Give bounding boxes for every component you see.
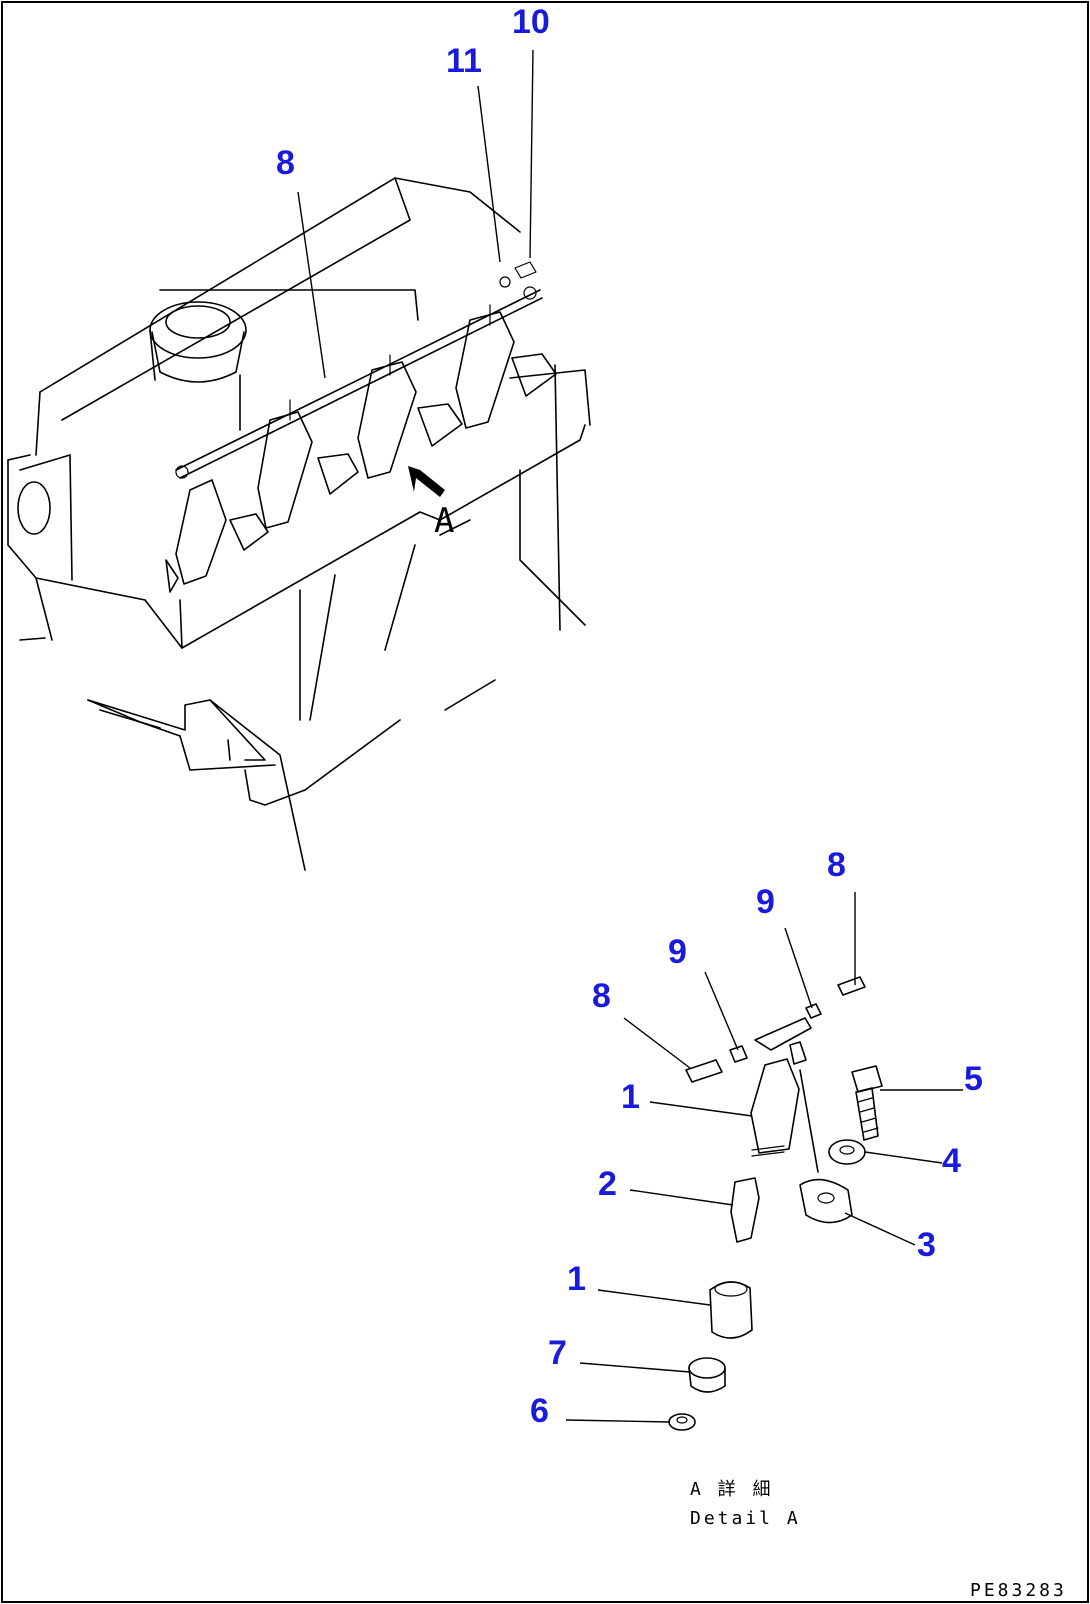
gasket-right-part — [805, 1003, 822, 1019]
bolt-head-part — [851, 1065, 883, 1093]
callout-1-lower: 1 — [567, 1260, 586, 1298]
detail-a-drawing — [668, 976, 883, 1431]
callout-4: 4 — [942, 1142, 961, 1180]
detail-caption-en: Detail A — [690, 1508, 801, 1529]
drawing-code: PE83283 — [970, 1580, 1067, 1601]
callout-8-right: 8 — [827, 846, 846, 884]
callout-11: 11 — [446, 42, 482, 80]
engine-head-drawing: A — [7, 177, 591, 871]
nozzle-part — [730, 1177, 760, 1243]
detail-leader-lines — [565, 892, 963, 1423]
callout-2: 2 — [598, 1165, 617, 1203]
callout-9-left: 9 — [668, 933, 687, 971]
callout-3: 3 — [917, 1226, 936, 1264]
o-ring-part — [688, 1357, 726, 1379]
callout-6: 6 — [530, 1392, 549, 1430]
connector-right-part — [837, 976, 866, 996]
callout-1-upper: 1 — [621, 1078, 640, 1116]
callout-8-upper: 8 — [276, 144, 295, 182]
detail-caption-jp: A 詳 細 — [690, 1479, 774, 1500]
clamp-part — [799, 1178, 853, 1224]
callout-8-left: 8 — [592, 977, 611, 1015]
callout-9-right: 9 — [756, 883, 775, 921]
injector-top-part — [754, 1017, 812, 1051]
injector-assemblies — [165, 304, 557, 593]
callout-10: 10 — [512, 3, 550, 41]
view-arrow-label: A — [434, 501, 454, 541]
callout-7: 7 — [548, 1334, 567, 1372]
connector-left-part — [685, 1059, 723, 1083]
washer-part — [828, 1139, 866, 1165]
injector-body-part — [750, 1058, 800, 1154]
gasket-left-part — [729, 1045, 748, 1063]
view-arrow — [408, 466, 445, 497]
bolt-shank-part — [855, 1087, 879, 1141]
sleeve-part — [709, 1281, 753, 1339]
callout-5: 5 — [964, 1060, 983, 1098]
upper-leader-lines — [297, 49, 534, 379]
